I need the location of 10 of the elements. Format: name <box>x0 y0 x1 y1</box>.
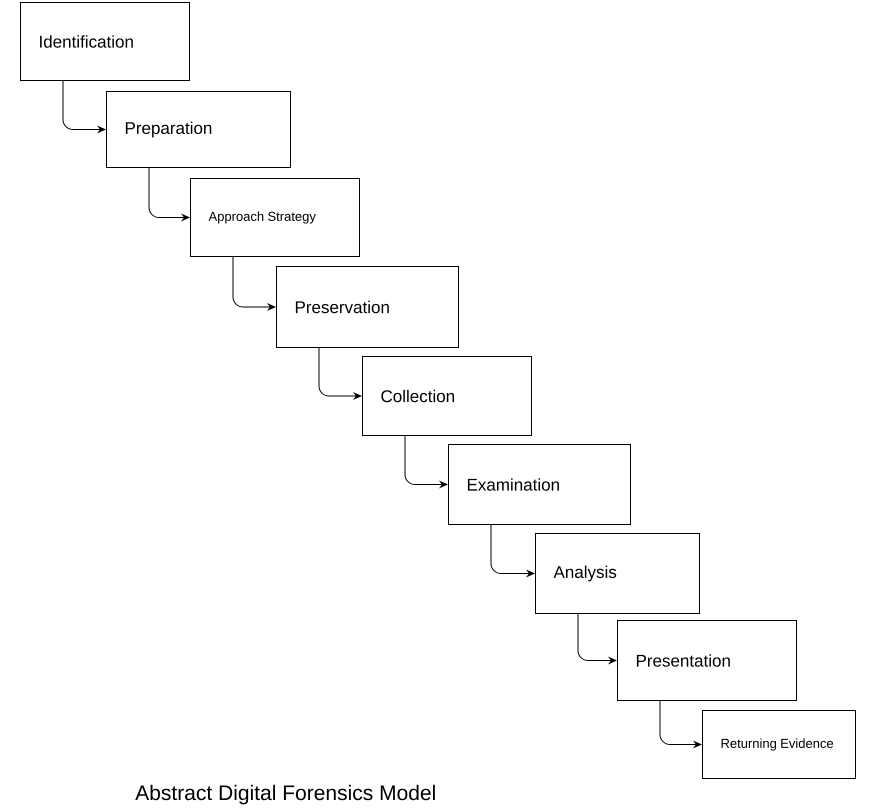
process-box: Preparation <box>106 91 291 168</box>
process-box: Collection <box>362 356 532 436</box>
process-box: Returning Evidence <box>702 710 856 779</box>
process-box: Preservation <box>276 266 459 348</box>
process-box: Examination <box>448 444 631 525</box>
process-box: Analysis <box>535 533 700 614</box>
caption: Abstract Digital Forensics Model <box>135 784 435 804</box>
process-box: Presentation <box>617 620 797 701</box>
process-box: Approach Strategy <box>190 178 360 257</box>
process-box: Identification <box>20 2 190 81</box>
